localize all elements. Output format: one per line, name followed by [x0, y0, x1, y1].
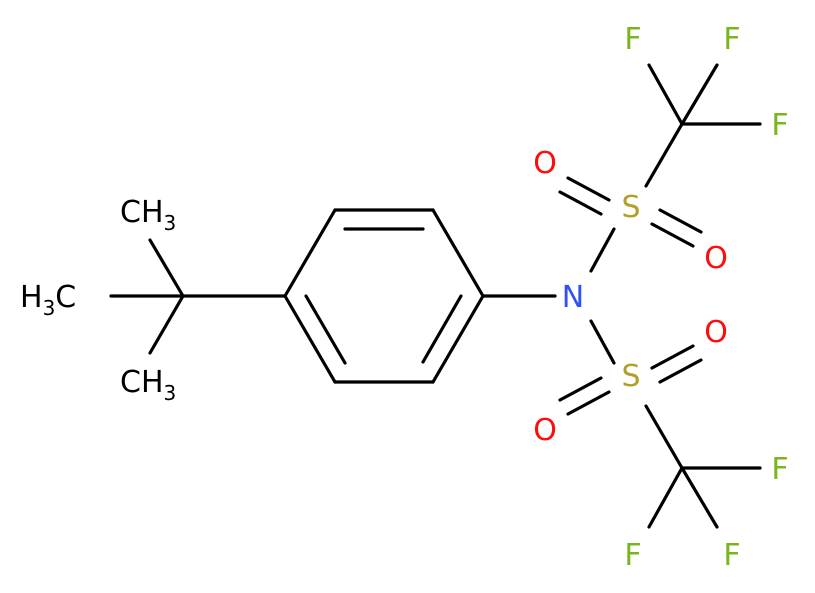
fluorine-top-2-label: F [723, 22, 740, 57]
bond-cf3-bottom-f3 [647, 466, 684, 529]
sulfur-bottom-label: S [621, 359, 640, 394]
methyl-bottom-label: CH3 [120, 365, 176, 405]
bond-ring-3 [431, 208, 485, 298]
oxygen-bottom-right-label: O [704, 315, 728, 350]
bond-sulfur-bottom-oxygen-left-a [566, 390, 611, 416]
sulfur-top-label: S [621, 190, 640, 225]
bond-ring-1 [283, 208, 337, 298]
methyl-left-label: H3C [20, 280, 76, 320]
nitrogen-label: N [562, 280, 584, 315]
bond-sulfur-top-oxygen-left-b [558, 190, 603, 216]
bond-sulfur-bottom-oxygen-left-b [558, 376, 603, 402]
atom-labels: CH3 H3C CH3 N S S O O O O F F F F F F [20, 22, 789, 573]
bond-cq-methyl-bottom [148, 294, 185, 355]
fluorine-bottom-1-label: F [771, 452, 788, 487]
fluorine-top-1-label: F [624, 22, 641, 57]
methyl-top-label: CH3 [120, 195, 176, 235]
bond-nitrogen-sulfur-top [589, 227, 616, 273]
bond-sulfur-top-oxygen-right-b [658, 208, 703, 234]
bond-sulfur-top-oxygen-left-a [566, 176, 611, 202]
bond-ring-6 [283, 294, 337, 384]
bond-cq-methyl-top [148, 238, 185, 298]
fluorine-bottom-3-label: F [624, 538, 641, 573]
bond-sulfur-bottom-carbon [644, 404, 684, 470]
fluorine-top-3-label: F [771, 108, 788, 143]
bond-cf3-top-f1 [647, 63, 684, 126]
bond-sulfur-bottom-oxygen-right-a [650, 344, 695, 370]
oxygen-bottom-left-label: O [533, 413, 557, 448]
fluorine-bottom-2-label: F [723, 538, 740, 573]
oxygen-top-left-label: O [533, 146, 557, 181]
bond-sulfur-top-carbon [644, 122, 684, 188]
bond-nitrogen-sulfur-bottom [589, 319, 616, 365]
bond-ring-4 [431, 294, 485, 384]
bonds [109, 63, 762, 529]
oxygen-top-right-label: O [704, 241, 728, 276]
bond-cf3-top-f2 [680, 63, 719, 126]
bond-ring-inner-left [304, 294, 347, 365]
bond-sulfur-top-oxygen-right-a [650, 222, 695, 248]
bond-cf3-bottom-f2 [680, 466, 719, 529]
bond-ring-inner-right [421, 294, 463, 364]
bond-sulfur-bottom-oxygen-right-b [658, 358, 703, 384]
